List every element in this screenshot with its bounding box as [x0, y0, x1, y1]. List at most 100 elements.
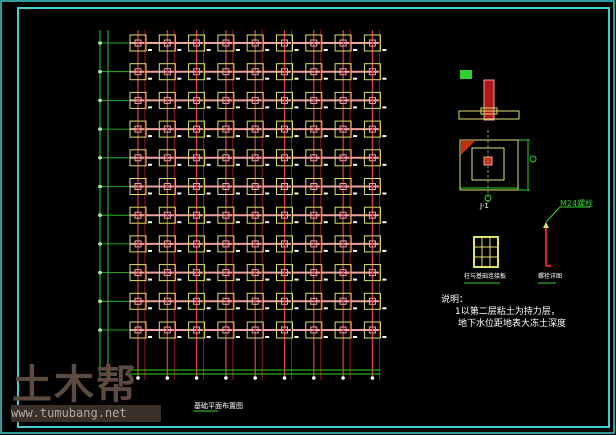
- column-base: [339, 125, 347, 133]
- dimension-text: [353, 249, 358, 252]
- dimension-text: [353, 135, 358, 138]
- column-footing: [363, 264, 381, 282]
- column-base: [222, 240, 230, 248]
- column-footing: [188, 206, 206, 224]
- column-footing: [158, 120, 176, 138]
- column-footing: [363, 34, 381, 52]
- column-base: [193, 125, 201, 133]
- column-base: [281, 154, 288, 162]
- column-footing: [129, 149, 147, 167]
- dimension-text: [353, 307, 358, 310]
- column-base: [134, 240, 142, 248]
- column-base: [281, 39, 288, 47]
- dimension-text: [235, 135, 240, 138]
- dimension-text: [353, 336, 358, 338]
- dimension-text: [206, 77, 211, 80]
- notes-heading: 说明：: [441, 295, 469, 305]
- column-footing: [158, 91, 176, 109]
- column-footing: [276, 91, 293, 109]
- axis-bubble: [165, 376, 170, 380]
- column-base: [163, 269, 171, 277]
- dimension-text: [294, 278, 299, 281]
- dimension-text: [177, 135, 182, 138]
- dimension-text: [382, 249, 387, 252]
- column-base: [163, 68, 171, 76]
- column-base: [193, 68, 201, 76]
- connection-plate: [473, 236, 499, 268]
- dimension-text: [148, 278, 152, 281]
- column-base: [368, 211, 376, 219]
- dimension-text: [206, 135, 211, 138]
- dimension-text: [148, 336, 152, 338]
- column-base: [193, 211, 201, 219]
- dimension-text: [235, 221, 240, 224]
- column-base: [368, 183, 376, 190]
- column-footing: [334, 292, 352, 310]
- dimension-text: [294, 336, 299, 338]
- column-footing: [188, 149, 206, 167]
- column-base: [251, 240, 259, 248]
- dimension-text: [206, 307, 211, 310]
- column-base: [339, 96, 347, 104]
- column-footing: [217, 34, 235, 52]
- column-footing: [246, 264, 264, 282]
- column-base: [310, 125, 318, 133]
- column-base: [368, 39, 376, 47]
- dimension-text: [177, 106, 182, 109]
- column-footing: [188, 321, 206, 339]
- dimension-text: [353, 192, 358, 195]
- dimension-text: [382, 163, 387, 166]
- dimension-text: [265, 249, 270, 252]
- column-base: [310, 240, 318, 248]
- footing-mark: J-1: [480, 202, 489, 210]
- column-footing: [363, 91, 381, 109]
- dimension-text: [148, 307, 152, 310]
- dimension-text: [382, 77, 387, 80]
- plate-caption: 柱与基础连接板: [464, 273, 507, 280]
- dimension-text: [177, 49, 182, 51]
- dimension-text: [382, 278, 387, 281]
- column-base: [163, 211, 171, 219]
- column-footing: [305, 178, 323, 195]
- dimension-text: [148, 249, 152, 252]
- column-footing: [129, 178, 147, 195]
- column-footing: [217, 178, 235, 195]
- column-base: [222, 269, 230, 277]
- column-footing: [334, 63, 352, 81]
- dimension-text: [294, 106, 299, 109]
- column-footing: [188, 120, 206, 138]
- column-label: 钢柱: [460, 70, 473, 79]
- dimension-text: [148, 192, 152, 195]
- column-footing: [334, 178, 352, 195]
- column-base: [222, 68, 230, 76]
- column-footing: [129, 292, 147, 310]
- dimension-text: [382, 221, 387, 224]
- column-footing: [305, 235, 323, 253]
- column-base: [134, 68, 142, 76]
- column-footing: [129, 264, 147, 282]
- dimension-text: [294, 221, 299, 224]
- column-footing: [217, 120, 235, 138]
- axis-bubble: [341, 376, 345, 380]
- column-footing: [217, 321, 235, 339]
- dimension-text: [177, 307, 182, 310]
- column-base: [134, 39, 142, 47]
- column-footing: [217, 264, 235, 282]
- dimension-text: [177, 278, 182, 281]
- dimension-text: [265, 77, 270, 80]
- column-base: [251, 68, 259, 76]
- column-footing: [334, 91, 352, 109]
- column-footing: [305, 63, 323, 81]
- column-footing: [276, 206, 293, 224]
- dimension-text: [265, 135, 270, 138]
- column-footing: [334, 206, 352, 224]
- column-footing: [129, 321, 147, 339]
- column-base: [251, 154, 259, 162]
- dimension-text: [323, 163, 328, 166]
- column-base: [251, 211, 259, 219]
- column-footing: [363, 206, 381, 224]
- dimension-text: [265, 307, 270, 310]
- axis-bubble: [370, 376, 375, 380]
